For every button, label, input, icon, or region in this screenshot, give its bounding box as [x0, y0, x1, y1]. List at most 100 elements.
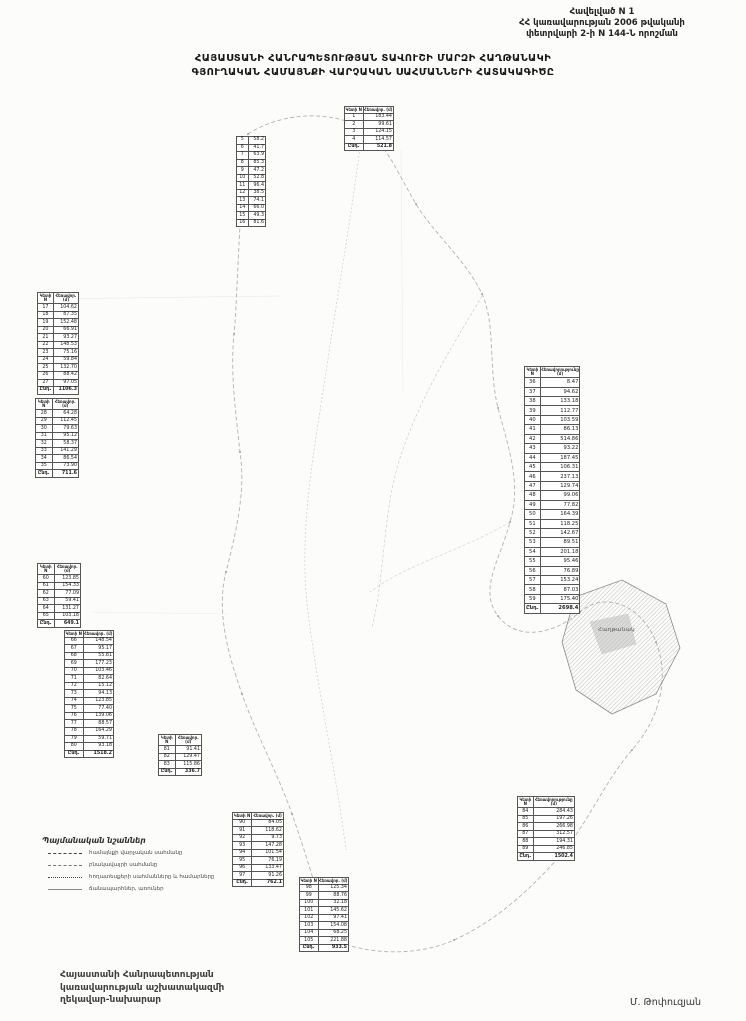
- legend: Պայմանական նշաններ համայնքի վարչական սահ…: [38, 833, 238, 901]
- table-row: Ընդ.711.6: [35, 469, 80, 478]
- page-title: ՀԱՅԱՍՏԱՆԻ ՀԱՆՐԱՊԵՏՈՒԹՅԱՆ ՏԱՎՈՒՇԻ ՄԱՐԶԻ Հ…: [0, 52, 746, 79]
- table-row: Ընդ.649.1: [37, 619, 82, 628]
- signature-name: Մ. Թոփուզյան: [630, 997, 702, 1008]
- table-row: Ընդ.521.8: [344, 142, 394, 152]
- appendix-line-3: փետրվարի 2-ի N 144-Ն որոշման: [526, 29, 678, 39]
- legend-title: Պայմանական նշաններ: [42, 836, 146, 845]
- settlement-label: Հաղթանակ: [598, 627, 635, 633]
- table-row: Ընդ.2698.4: [524, 603, 581, 614]
- table-row: Ընդ.1502.4: [517, 852, 576, 861]
- official-line-3: ղեկավար-նախարար: [60, 995, 162, 1005]
- appendix-note: Հավելված N 1 ՀՀ կառավարության 2006 թվակա…: [484, 7, 720, 40]
- official-line-2: կառավարության աշխատակազմի: [60, 982, 225, 993]
- table-row: Ընդ.336.7: [158, 767, 203, 777]
- page-title-line-1: ՀԱՅԱՍՏԱՆԻ ՀԱՆՐԱՊԵՏՈՒԹՅԱՆ ՏԱՎՈՒՇԻ ՄԱՐԶԻ Հ…: [194, 53, 552, 64]
- dash-dot-line-icon: [48, 852, 82, 854]
- table-row: Ընդ.933.5: [299, 943, 349, 953]
- legend-item-landuse-border: հողատեսքերի սահմանները և համարները: [48, 874, 234, 881]
- official-line-1: Հայաստանի Հանրապետության: [60, 970, 214, 980]
- page-title-line-2: ԳՅՈՒՂԱԿԱՆ ՀԱՄԱՅՆՔԻ ՎԱՐՉԱԿԱՆ ՍԱՀՄԱՆՆԵՐԻ Հ…: [191, 66, 555, 78]
- dotted-line-icon: [48, 876, 82, 878]
